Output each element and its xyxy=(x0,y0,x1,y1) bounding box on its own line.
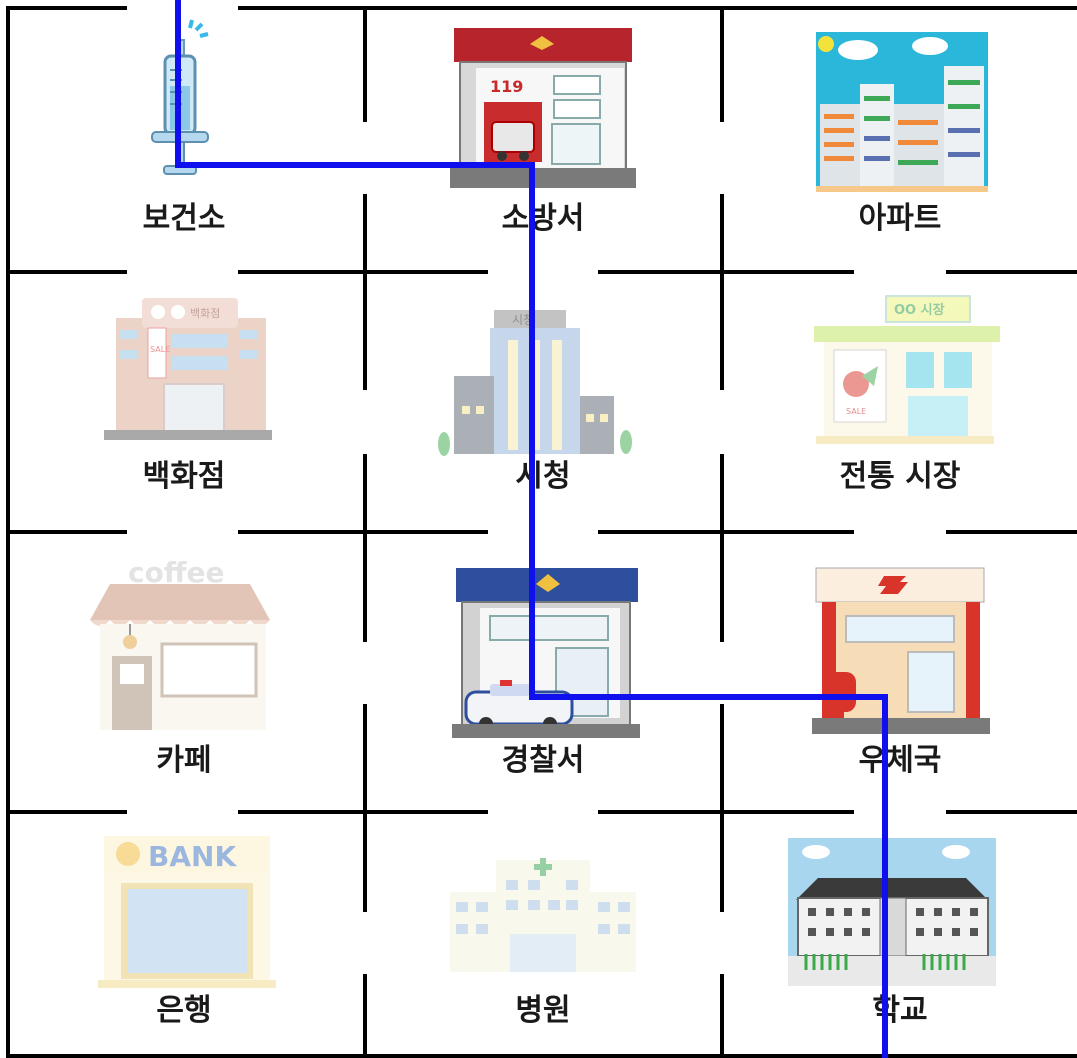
svg-text:BANK: BANK xyxy=(148,840,237,873)
label-fire-station: 소방서 xyxy=(502,201,585,236)
label-market: 전통 시장 xyxy=(840,459,961,494)
police-station-icon xyxy=(452,568,640,738)
svg-text:coffee: coffee xyxy=(128,556,225,589)
label-bank: 은행 xyxy=(156,993,211,1028)
post-office-icon xyxy=(812,567,990,734)
svg-text:SALE: SALE xyxy=(846,407,866,416)
label-police-station: 경찰서 xyxy=(502,743,585,778)
market-icon: OO 시장 SALE xyxy=(814,295,1000,444)
cafe-icon: coffee xyxy=(90,556,270,730)
label-post-office: 우체국 xyxy=(859,743,942,778)
maze-walls xyxy=(6,6,1077,1058)
svg-text:백화점: 백화점 xyxy=(190,307,220,320)
hospital-icon xyxy=(450,858,636,972)
cell-labels: 보건소 소방서 아파트 백화점 시청 전통 시장 카페 경찰서 우체국 은행 병… xyxy=(143,201,961,1028)
label-department-store: 백화점 xyxy=(143,459,226,494)
svg-text:시청: 시청 xyxy=(512,313,534,327)
label-hospital: 병원 xyxy=(515,993,570,1028)
label-school: 학교 xyxy=(872,993,927,1028)
route-path xyxy=(175,0,888,1058)
label-city-hall: 시청 xyxy=(515,459,570,494)
school-icon xyxy=(788,838,996,986)
svg-text:119: 119 xyxy=(490,77,523,96)
department-store-icon: 백화점 SALE xyxy=(104,298,272,440)
svg-text:SALE: SALE xyxy=(150,345,170,354)
apartment-icon xyxy=(816,32,988,192)
label-cafe: 카페 xyxy=(156,743,211,778)
label-health-center: 보건소 xyxy=(143,201,226,236)
bank-icon: BANK xyxy=(98,836,276,988)
label-apartment: 아파트 xyxy=(859,201,942,236)
fire-station-icon: 119 xyxy=(450,28,636,188)
svg-text:OO 시장: OO 시장 xyxy=(894,302,945,318)
